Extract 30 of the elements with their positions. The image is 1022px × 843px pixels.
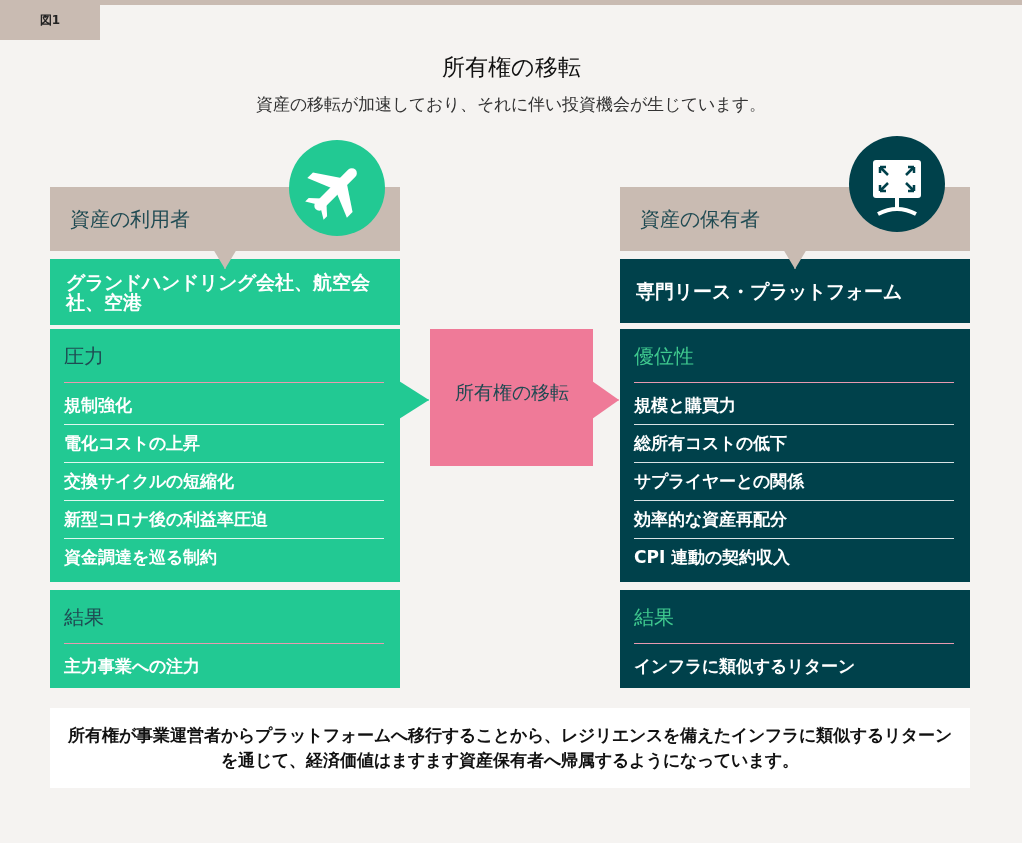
label-box: グランドハンドリング会社、航空会社、空港 — [50, 259, 400, 325]
list-item: 新型コロナ後の利益率圧迫 — [64, 501, 384, 539]
list-item: 規制強化 — [64, 383, 384, 425]
header-text: 資産の利用者 — [70, 205, 190, 233]
list-item: サプライヤーとの関係 — [634, 463, 954, 501]
header-text: 資産の保有者 — [640, 205, 760, 233]
list-panel — [50, 329, 400, 582]
panel-heading: 結果 — [634, 590, 954, 644]
list-item: 総所有コストの低下 — [634, 425, 954, 463]
list-item: インフラに類似するリターン — [634, 655, 856, 678]
subtitle: 資産の移転が加速しており、それに伴い投資機会が生じています。 — [256, 93, 766, 116]
list-item: 主力事業への注力 — [64, 655, 201, 678]
process-box: 所有権の移転 — [430, 329, 593, 466]
list-panel — [620, 329, 970, 582]
arrow — [592, 381, 620, 419]
label-box: 専門リース・プラットフォーム — [620, 259, 970, 323]
list-item: CPI 連動の契約収入 — [634, 546, 792, 569]
panel-heading: 優位性 — [634, 329, 954, 383]
title: 所有権の移転 — [441, 53, 581, 82]
list-item: 資金調達を巡る制約 — [64, 546, 218, 569]
list-item: 効率的な資産再配分 — [634, 501, 954, 539]
result-panel — [50, 590, 400, 688]
panel-heading: 圧力 — [64, 329, 384, 383]
list-item: 交換サイクルの短縮化 — [64, 463, 384, 501]
list-item: 規模と購買力 — [634, 383, 954, 425]
list-item: 電化コストの上昇 — [64, 425, 384, 463]
result-panel — [620, 590, 970, 688]
summary-box: 所有権が事業運営者からプラットフォームへ移行することから、レジリエンスを備えたインフラに類似するリターンを通じて、経済価値はますます資産保有者へ帰属するようになっています。 — [50, 708, 970, 788]
arrow — [399, 381, 430, 419]
panel-heading: 結果 — [64, 590, 384, 644]
